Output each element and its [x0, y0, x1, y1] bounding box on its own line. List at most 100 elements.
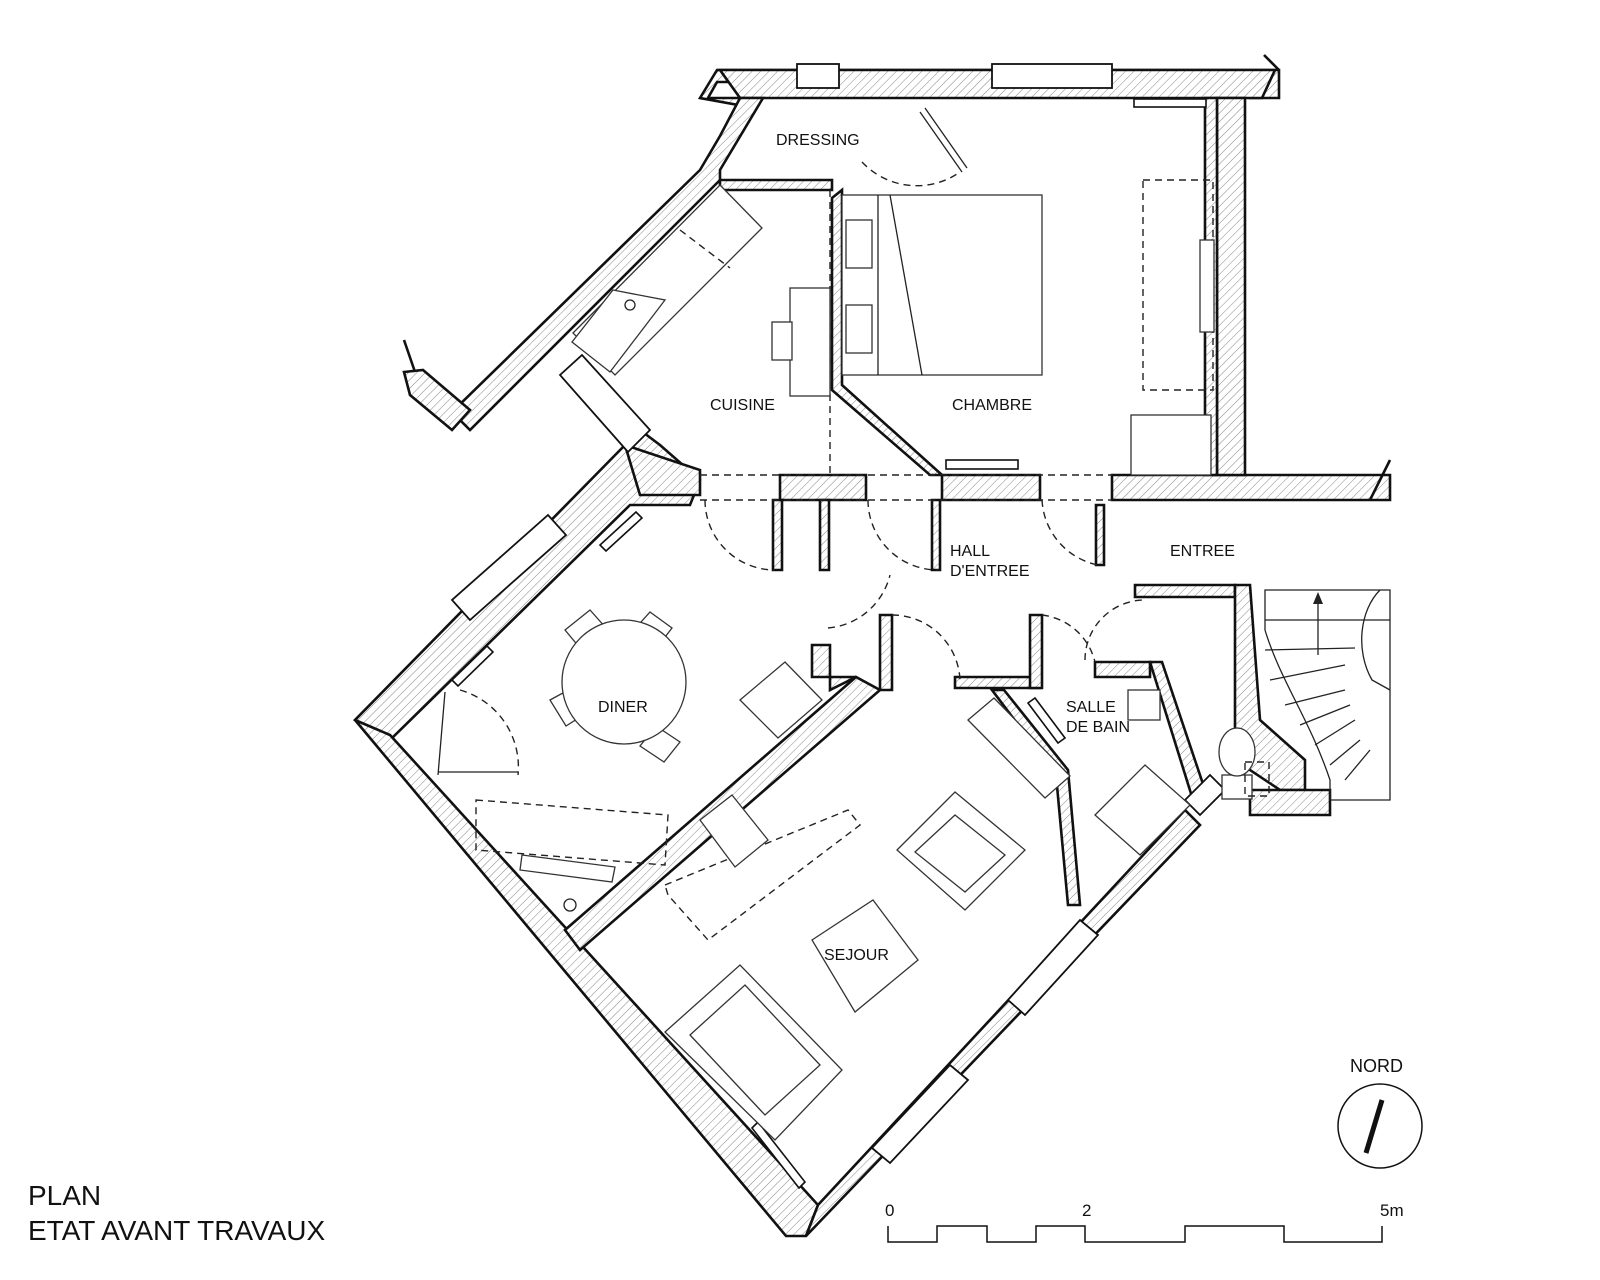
toilet-tank: [1221, 774, 1253, 800]
hall-door-arc-1: [704, 499, 776, 571]
sejour-window-2: [870, 1063, 970, 1165]
kitchen-sink: [571, 289, 667, 373]
label-cuisine: CUISINE: [710, 397, 775, 414]
bed: [841, 194, 1043, 376]
sejour-furniture: [664, 661, 1071, 1141]
sejour-coffee-table: [811, 899, 919, 1013]
sejour-bookshelf: [699, 794, 769, 868]
stair-handrail: [1361, 589, 1391, 691]
entree-door-arc: [1084, 599, 1146, 661]
kitchen-table: [789, 287, 831, 397]
hall-dashed-outline: [700, 190, 1112, 501]
diner-door-arc: [459, 689, 520, 776]
bathroom-sink: [1127, 689, 1161, 721]
hall-partition-2: [818, 498, 831, 572]
bathroom-door-arc: [1041, 614, 1096, 663]
chambre-desk: [1130, 414, 1212, 476]
dressing-door-arc: [861, 161, 961, 187]
label-sejour: SEJOUR: [824, 947, 889, 964]
label-salle-line2: DE BAIN: [1066, 719, 1130, 736]
drawing-title: PLAN ETAT AVANT TRAVAUX: [28, 1180, 326, 1246]
toilet-area: [1244, 761, 1270, 797]
chambre-radiator-2: [945, 459, 1019, 470]
label-hall-line1: HALL: [950, 543, 990, 560]
wardrobe-shelf: [1199, 239, 1215, 333]
pillow-1: [845, 219, 873, 269]
staircase: [1264, 589, 1391, 801]
scale-bar: 0 2 5m: [885, 1201, 1404, 1243]
hall-wall-b: [878, 613, 894, 692]
entree-east-wall: [1133, 583, 1237, 599]
diner-window-1: [450, 513, 568, 622]
bathroom-radiator: [1026, 696, 1067, 745]
label-entree: ENTREE: [1170, 543, 1235, 560]
hall-north-wall-2: [778, 473, 868, 502]
hall-partition-1: [771, 498, 784, 572]
diner-furniture: [475, 609, 687, 912]
chambre-furniture: [841, 179, 1215, 476]
label-diner: DINER: [598, 699, 648, 716]
stair-wall-bottom: [1248, 788, 1332, 817]
sejour-window-1: [1006, 918, 1100, 1017]
hall-north-wall-3: [940, 473, 1042, 502]
room-labels: DRESSING CUISINE CHAMBRE HALL D'ENTREE E…: [598, 132, 1235, 964]
scale-label-2: 2: [1082, 1201, 1091, 1220]
sejour-desk: [967, 697, 1071, 799]
bathtub: [1094, 764, 1191, 856]
hall-wall-c: [953, 675, 1042, 690]
title-line-1: PLAN: [28, 1180, 101, 1211]
hall-partition-3: [930, 498, 942, 572]
chambre-window: [991, 63, 1113, 89]
diner-sideboard: [475, 799, 669, 866]
diner-table: [561, 619, 687, 745]
north-indicator: NORD: [1337, 1056, 1423, 1169]
kitchen-furniture: [571, 184, 831, 397]
north-needle: [1363, 1099, 1385, 1154]
kitchen-chair: [771, 321, 793, 361]
sejour-tv-unit: [739, 661, 823, 739]
label-dressing: DRESSING: [776, 132, 860, 149]
diner-radiator-2: [450, 644, 495, 688]
sejour-sofa-seat: [689, 984, 821, 1116]
hall-wall-d: [1028, 613, 1044, 690]
hall-north-wall-1: [623, 442, 702, 497]
sejour-rug: [664, 809, 861, 941]
doors: [437, 107, 1146, 776]
hall-door-arc-3: [1041, 499, 1099, 566]
diner-radiator-1: [598, 510, 644, 553]
radiators: [450, 98, 1207, 1190]
sejour-armchair-1-seat: [914, 814, 1006, 893]
kitchen-diagonal-wall: [450, 96, 766, 432]
sejour-radiator: [750, 1120, 807, 1190]
north-circle: [1337, 1083, 1423, 1169]
kitchen-north-partition: [718, 178, 834, 192]
hall-wall-a: [810, 643, 857, 693]
kitchen-window: [558, 353, 652, 454]
stair-outline: [1264, 589, 1391, 801]
hall-partition-4: [1094, 503, 1106, 567]
sejour-door-arc: [891, 614, 961, 681]
bathroom-furniture: [1094, 689, 1270, 856]
pillow-2: [845, 304, 873, 354]
label-chambre: CHAMBRE: [952, 397, 1032, 414]
bathroom-north-wall: [1093, 660, 1152, 679]
chambre-east-wall: [1215, 96, 1247, 477]
label-hall-line2: D'ENTREE: [950, 563, 1030, 580]
hall-north-wall-4: [1110, 473, 1392, 502]
nw-notch-wall: [402, 368, 472, 432]
scale-label-0: 0: [885, 1201, 894, 1220]
windows: [450, 63, 1227, 1165]
dressing-window: [796, 63, 840, 89]
scale-label-5m: 5m: [1380, 1201, 1404, 1220]
scale-bar-line: [887, 1225, 1383, 1243]
hall-door-arc-4: [827, 574, 891, 629]
toilet-bowl: [1218, 727, 1256, 777]
title-line-2: ETAT AVANT TRAVAUX: [28, 1215, 326, 1246]
se-exterior-wall: [804, 808, 1202, 1237]
north-label: NORD: [1350, 1056, 1403, 1076]
hall-door-arc-2: [867, 499, 939, 571]
chambre-radiator-1: [1133, 98, 1207, 108]
diner-cabinet: [519, 854, 616, 883]
label-salle-line1: SALLE: [1066, 699, 1116, 716]
